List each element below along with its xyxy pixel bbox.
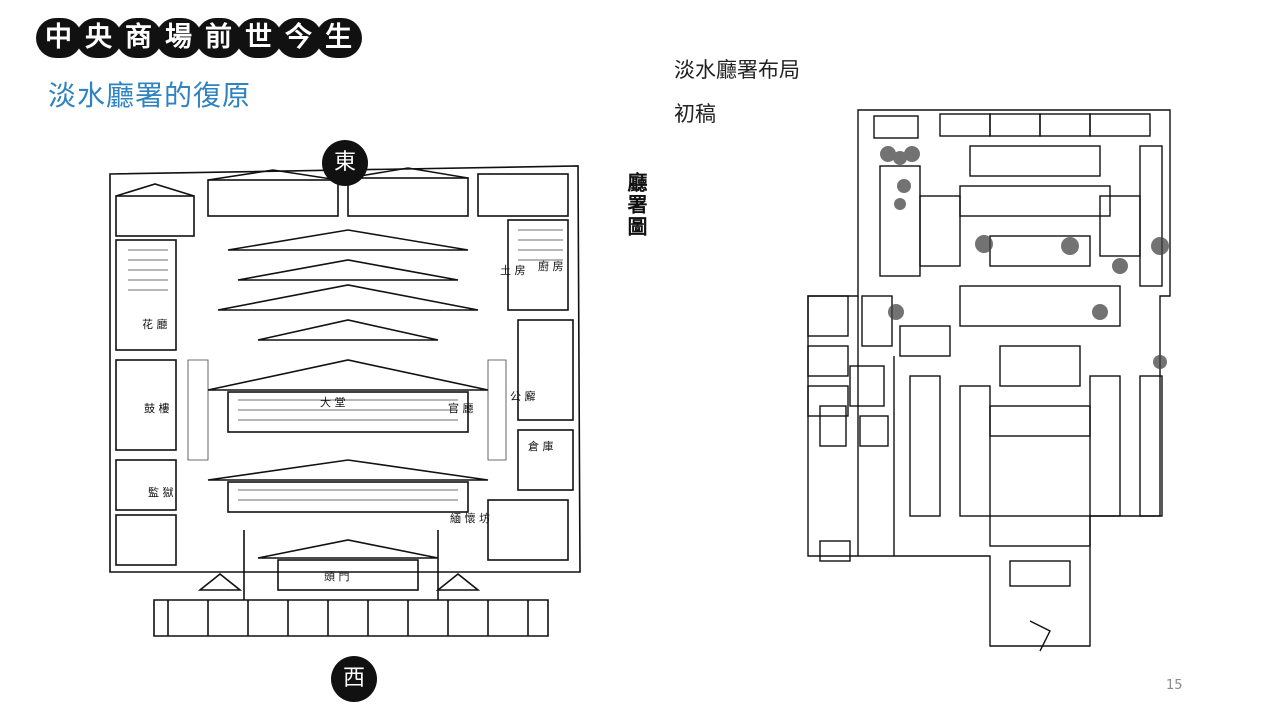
series-title-char: 央 <box>76 18 122 58</box>
layout-subtitle: 初稿 <box>674 102 716 126</box>
direction-marker-north: 東 <box>322 140 368 186</box>
map-label-flower-hall: 花 廳 <box>142 317 168 331</box>
map-label-kitchen: 廚 房 <box>538 259 564 273</box>
map-label-prison: 監 獄 <box>148 485 174 499</box>
floor-plan-sketch <box>807 109 1171 652</box>
historical-map-illustration: 大 堂 頭 門 花 廳 監 獄 官 廳 倉 庫 公 廨 廚 房 土 房 緬 懷 … <box>109 165 581 637</box>
map-label-gate: 頭 門 <box>324 570 350 583</box>
series-title-char: 場 <box>156 18 202 58</box>
series-title-char: 生 <box>316 18 362 58</box>
map-label-office: 官 廳 <box>448 401 474 415</box>
map-label-storehouse: 倉 庫 <box>528 439 554 453</box>
layout-title: 淡水廳署布局 <box>674 58 800 82</box>
series-title-char: 前 <box>196 18 242 58</box>
map-label-memorial: 緬 懷 坊 <box>450 511 490 525</box>
direction-marker-south: 西 <box>331 656 377 702</box>
map-label-main-hall: 大 堂 <box>320 395 346 409</box>
series-title-badge: 中央商場前世今生 <box>34 18 362 58</box>
page-number: 15 <box>1166 678 1183 693</box>
map-label-earth: 土 房 <box>500 264 526 277</box>
series-title-char: 中 <box>36 18 82 58</box>
map-vertical-caption: 廳署圖 <box>624 172 648 238</box>
slide-subtitle: 淡水廳署的復原 <box>48 79 252 112</box>
series-title-char: 商 <box>116 18 162 58</box>
map-label-guard: 鼓 樓 <box>144 401 170 415</box>
series-title-char: 今 <box>276 18 322 58</box>
map-label-public: 公 廨 <box>510 389 536 403</box>
series-title-char: 世 <box>236 18 282 58</box>
